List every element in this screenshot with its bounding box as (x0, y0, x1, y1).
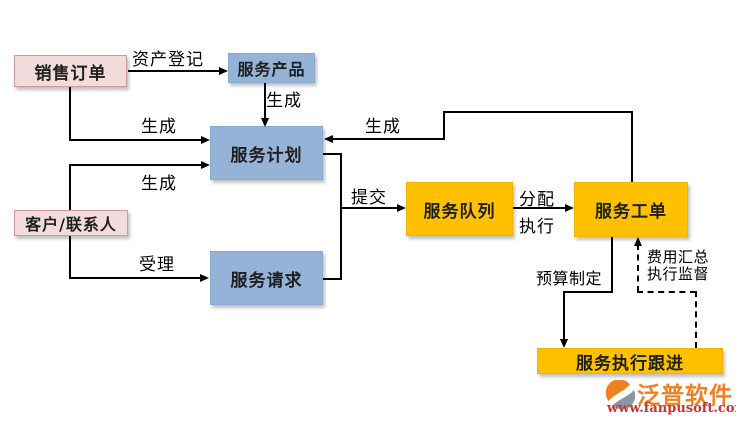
edge-accept-hline (69, 277, 201, 279)
edge-generate-workorder-vline2 (443, 111, 445, 140)
edge-submit-vline (340, 153, 342, 280)
node-service-product: 服务产品 (228, 53, 315, 83)
logo-text: 泛普软件 (637, 383, 733, 409)
edge-budget-vline2 (563, 291, 565, 340)
edge-label-budgeting: 预算制定 (536, 269, 603, 288)
edge-supervision-vline1 (637, 244, 639, 292)
edge-accept-arrow (200, 274, 209, 282)
edge-budget-vline1 (611, 237, 613, 293)
edge-label-generate-order: 生成 (141, 117, 177, 137)
edge-supervision-arrow (634, 237, 642, 246)
node-service-work-order: 服务工单 (574, 182, 688, 237)
edge-label-submit: 提交 (351, 188, 387, 208)
edge-budget-hline (563, 291, 613, 293)
edge-generate-workorder-arrow (324, 135, 333, 143)
edge-submit-request-stub (323, 278, 342, 280)
node-service-request: 服务请求 (210, 251, 323, 305)
edge-submit-hline (340, 207, 398, 209)
node-service-follow-up: 服务执行跟进 (537, 348, 723, 374)
node-service-queue: 服务队列 (406, 182, 513, 236)
edge-generate-product-arrow (261, 118, 269, 127)
edge-generate-order-vline (69, 87, 71, 141)
edge-label-generate-contact: 生成 (141, 174, 177, 194)
node-sales-order: 销售订单 (14, 55, 127, 87)
edge-submit-arrow (397, 204, 406, 212)
edge-generate-contact-hline (69, 164, 202, 166)
node-customer-contact: 客户/联系人 (14, 210, 128, 236)
edge-label-execution-supervision: 执行监督 (647, 265, 710, 283)
edge-accept-vline (69, 236, 71, 279)
edge-asset-registration-arrow (219, 67, 228, 75)
edge-generate-order-hline (69, 139, 202, 141)
edge-generate-workorder-hline1 (443, 111, 633, 113)
edge-generate-contact-arrow (201, 161, 210, 169)
edge-budget-arrow (560, 339, 568, 348)
edge-generate-workorder-hline2 (332, 138, 445, 140)
edge-label-accept: 受理 (139, 255, 175, 275)
edge-label-generate-product: 生成 (266, 91, 302, 111)
edge-supervision-vline2 (695, 291, 697, 348)
edge-label-assign: 分配 (519, 190, 555, 210)
edge-submit-plan-stub (323, 153, 342, 155)
edge-generate-order-arrow (201, 136, 210, 144)
edge-asset-registration-line (128, 70, 221, 72)
edge-generate-contact-vline (69, 164, 71, 210)
fanpu-logo: 泛普软件 www.fanpusoft.com (604, 376, 736, 420)
edge-supervision-hline (637, 291, 696, 293)
edge-assign-line (513, 207, 566, 209)
edge-label-generate-workorder: 生成 (365, 117, 401, 137)
edge-generate-product-line (264, 83, 266, 120)
edge-label-execute: 执行 (519, 217, 555, 237)
edge-label-asset-registration: 资产登记 (132, 50, 204, 70)
logo-website: www.fanpusoft.com (607, 401, 736, 416)
edge-generate-workorder-vline1 (631, 111, 633, 182)
edge-assign-arrow (565, 204, 574, 212)
edge-label-cost-summary: 费用汇总 (647, 248, 710, 266)
fanpu-logo-icon (606, 380, 636, 410)
node-service-plan: 服务计划 (210, 126, 323, 180)
